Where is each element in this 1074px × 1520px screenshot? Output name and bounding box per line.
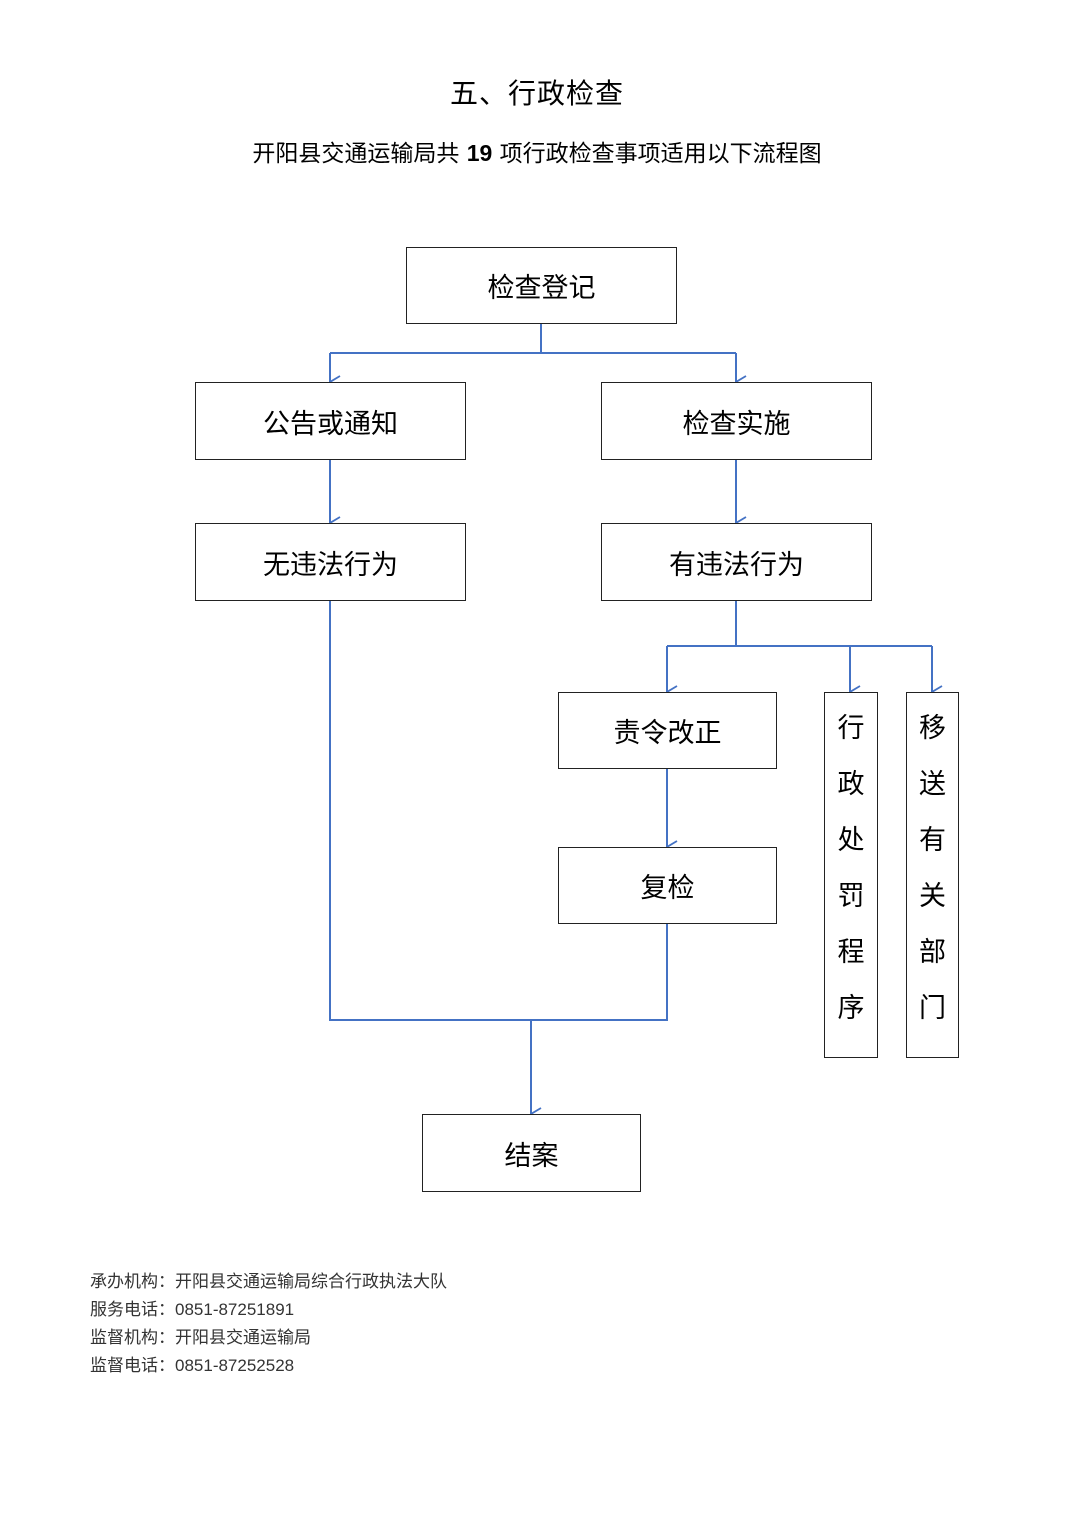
transfer-char: 部 (919, 937, 946, 968)
node-has-violation: 有违法行为 (601, 523, 872, 601)
footer-sup-phone-label: 监督电话： (90, 1356, 175, 1376)
transfer-char: 门 (919, 993, 946, 1024)
footer-org-value: 开阳县交通运输局综合行政执法大队 (175, 1272, 447, 1292)
subtitle-suffix: 项行政检查事项适用以下流程图 (499, 141, 822, 167)
footer-sup-org-value: 开阳县交通运输局 (175, 1328, 311, 1348)
penalty-char: 政 (837, 769, 865, 800)
penalty-char: 罚 (837, 881, 865, 912)
penalty-char: 序 (837, 993, 865, 1024)
transfer-char: 有 (919, 825, 946, 856)
node-no-violation: 无违法行为 (195, 523, 466, 601)
node-close-label: 结案 (504, 1140, 559, 1172)
footer-sup-org-label: 监督机构： (90, 1328, 175, 1348)
node-recheck: 复检 (558, 847, 777, 924)
penalty-char: 程 (837, 937, 865, 968)
node-penalty-procedure: 行 政 处 罚 程 序 (824, 692, 878, 1058)
subtitle-number: 19 (466, 140, 493, 166)
transfer-char: 送 (919, 769, 946, 800)
subtitle-prefix: 开阳县交通运输局共 (252, 141, 460, 167)
node-close: 结案 (422, 1114, 641, 1192)
node-notice: 公告或通知 (195, 382, 466, 460)
node-rectify: 责令改正 (558, 692, 777, 769)
footer-phone-label: 服务电话： (90, 1300, 175, 1320)
footer-info: 承办机构：开阳县交通运输局综合行政执法大队 服务电话：0851-87251891… (90, 1268, 447, 1380)
footer-org: 承办机构：开阳县交通运输局综合行政执法大队 (90, 1268, 447, 1296)
transfer-char: 移 (919, 713, 946, 744)
footer-sup-phone: 监督电话：0851-87252528 (90, 1352, 447, 1380)
footer-phone: 服务电话：0851-87251891 (90, 1296, 447, 1324)
node-no-violation-label: 无违法行为 (263, 549, 398, 581)
node-implement-label: 检查实施 (682, 408, 791, 440)
node-register-label: 检查登记 (487, 273, 596, 304)
penalty-char: 处 (837, 825, 865, 856)
node-has-violation-label: 有违法行为 (669, 549, 804, 581)
footer-sup-phone-value: 0851-87252528 (175, 1356, 295, 1375)
node-notice-label: 公告或通知 (263, 408, 398, 440)
connector-register-split (330, 323, 736, 354)
footer-sup-org: 监督机构：开阳县交通运输局 (90, 1324, 447, 1352)
page-title: 五、行政检查 (449, 77, 624, 110)
node-register: 检查登记 (406, 247, 677, 324)
node-implement: 检查实施 (601, 382, 872, 460)
page-subtitle: 开阳县交通运输局共 19 项行政检查事项适用以下流程图 (0, 134, 1074, 168)
transfer-char: 关 (919, 881, 946, 912)
node-recheck-label: 复检 (640, 873, 695, 904)
penalty-char: 行 (837, 713, 865, 744)
node-rectify-label: 责令改正 (613, 718, 722, 749)
connector-merge (329, 600, 668, 1021)
footer-phone-value: 0851-87251891 (175, 1300, 295, 1319)
connector-violation-split (667, 600, 932, 647)
node-transfer-departments: 移 送 有 关 部 门 (906, 692, 959, 1058)
footer-org-label: 承办机构： (90, 1272, 175, 1292)
